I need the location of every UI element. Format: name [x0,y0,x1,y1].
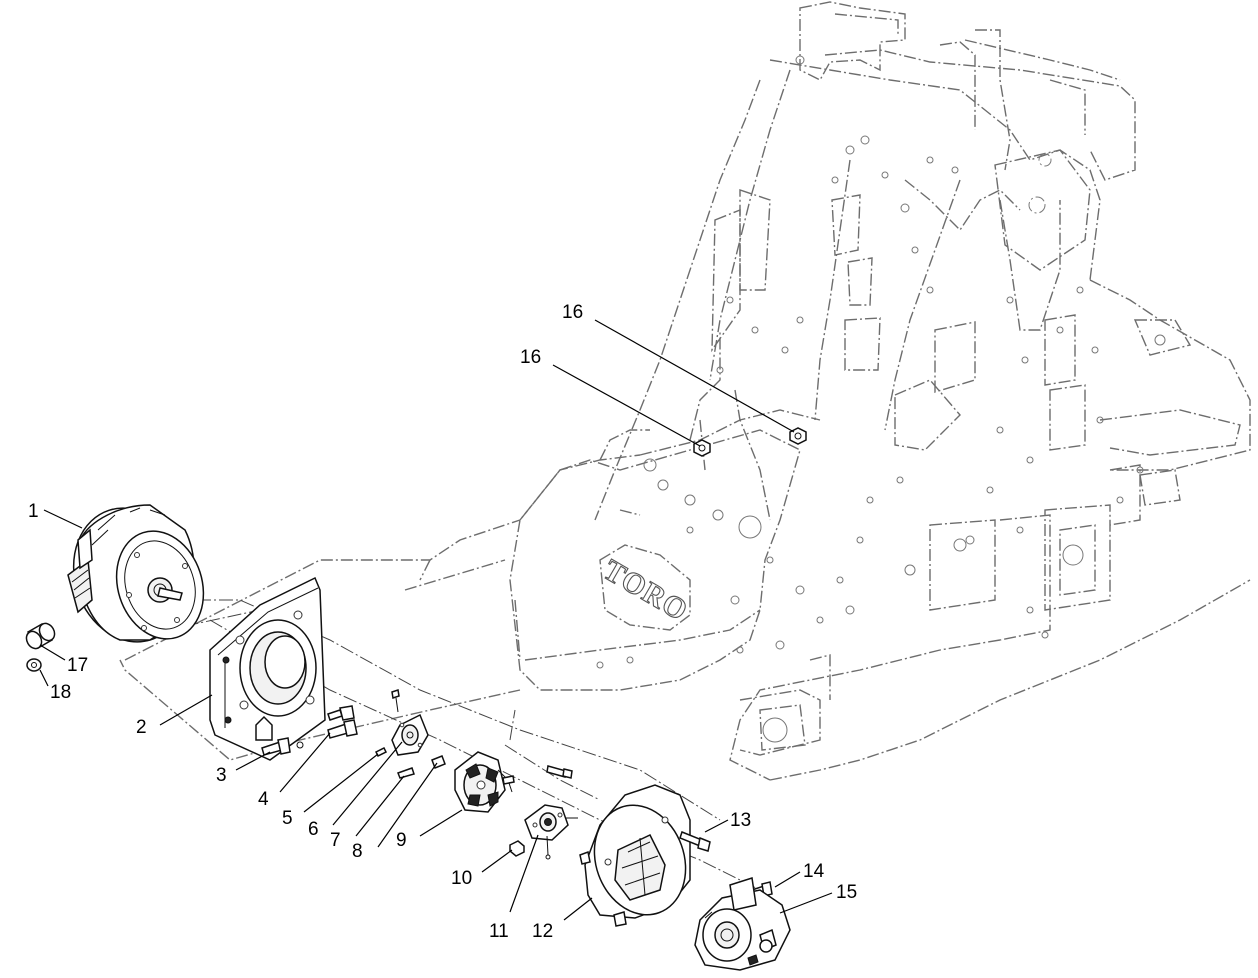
callout-14: 14 [803,861,825,882]
frame-nut-left [693,439,711,457]
callout-3: 3 [216,765,227,786]
shaft-key [397,767,415,779]
frame-nut-right [789,427,807,445]
nut-10 [509,840,525,857]
callout-5: 5 [282,808,293,829]
callout-18: 18 [50,682,71,703]
small-screw [391,689,400,713]
callout-9: 9 [396,830,407,851]
machine-frame-outline: TORO [119,1,1251,891]
callout-11: 11 [489,921,509,942]
callout-8: 8 [352,841,363,862]
motor-spacer [25,622,56,650]
bolt-13 [679,831,711,852]
hydraulic-pump [694,877,791,971]
callout-17: 17 [67,655,88,676]
callout-2: 2 [136,717,147,738]
toro-logo: TORO [598,553,694,627]
bolt-3 [261,737,291,756]
dowel-pin [431,755,446,769]
adapter-flange [391,713,429,756]
leader-lines [39,319,833,921]
pump-housing [579,784,691,927]
bolt-upper [327,705,355,721]
callout-16-upper: 16 [562,302,583,323]
coupler [454,751,515,813]
callout-7: 7 [330,830,341,851]
callout-13: 13 [730,810,751,831]
mounting-plate [209,576,326,761]
bolt-4 [327,719,358,739]
callout-1: 1 [28,501,39,522]
callout-10: 10 [451,868,472,889]
callout-12: 12 [532,921,553,942]
callout-15: 15 [836,882,857,903]
hub [524,804,578,860]
motor-washer [26,658,42,672]
callout-6: 6 [308,819,319,840]
long-bolt [546,765,573,779]
callout-labels: 1 2 3 4 5 6 7 8 9 10 11 12 13 14 15 16 1… [28,302,857,942]
callout-16-lower: 16 [520,347,541,368]
electric-motor [67,504,205,643]
callout-4: 4 [258,789,269,810]
